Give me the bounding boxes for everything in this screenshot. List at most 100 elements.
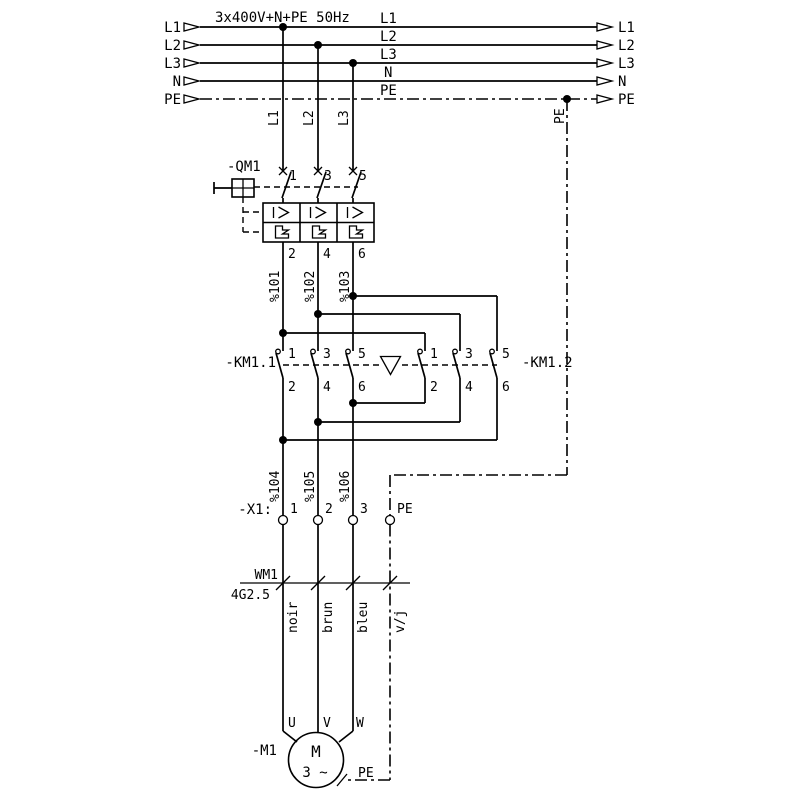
km12-terminal-5: 5: [502, 347, 510, 362]
cable-spec: 4G2.5: [231, 588, 270, 603]
left-arrow-icon: [183, 76, 202, 86]
drop-label-l2: L2: [302, 110, 317, 126]
km12-terminal-3: 3: [465, 347, 473, 362]
bus-label-left-l1: L1: [164, 20, 181, 36]
wire-label-105: %105: [303, 471, 318, 502]
terminal-block-x1: -X1: 1 2 3 PE: [238, 502, 413, 526]
wire-label-104: %104: [268, 471, 283, 502]
breaker-terminal-3: 3: [324, 169, 332, 184]
breaker-ref: -QM1: [227, 159, 261, 175]
km12-terminal-1: 1: [430, 347, 438, 362]
breaker-pole-contacts: [278, 166, 362, 203]
terminal-x-mark: [348, 166, 358, 176]
core-tick: [310, 575, 326, 591]
terminal-x-mark: [313, 166, 323, 176]
core-color-brun: brun: [321, 602, 336, 633]
km11-terminal-4: 4: [323, 380, 331, 395]
motor-lead-w: [338, 730, 354, 743]
wire-label-102: %102: [303, 271, 318, 302]
km11-terminal-6: 6: [358, 380, 366, 395]
motor-symbol-letter: M: [311, 742, 321, 761]
left-arrow-icon: [183, 58, 202, 68]
core-tick: [345, 575, 361, 591]
core-tick: [275, 575, 291, 591]
drop-label-l1: L1: [267, 110, 282, 126]
terminal-circle: [312, 514, 324, 526]
right-arrow-icon: [596, 94, 615, 104]
contact-blade: [316, 171, 327, 199]
junction-dot: [279, 436, 287, 444]
bus-label-mid-pe: PE: [380, 83, 397, 99]
core-color-vj: v/j: [393, 610, 408, 633]
terminal-number-2: 2: [325, 502, 333, 517]
motor-pe-label: PE: [358, 766, 374, 781]
junction-dot: [314, 418, 322, 426]
right-arrow-icon: [596, 22, 615, 32]
bus-label-mid-l2: L2: [380, 29, 397, 45]
bus-label-mid-l1: L1: [380, 11, 397, 27]
terminal-x-mark: [278, 166, 288, 176]
bus-label-right-l3: L3: [618, 56, 635, 72]
motor-symbol-phases: 3 ~: [302, 765, 327, 781]
motor-ref: -M1: [252, 743, 277, 759]
bus-label-right-pe: PE: [618, 92, 635, 108]
bus-label-left-n: N: [173, 74, 181, 90]
magnetic-release-icon: [272, 206, 364, 219]
terminal-circle: [347, 514, 359, 526]
contactor-km12-ref: -KM1.2: [522, 355, 573, 371]
km1-contacts: [275, 348, 498, 379]
mechanical-interlock-icon: [379, 355, 402, 376]
motor-terminal-u: U: [288, 716, 296, 731]
supply-buses: L1 L2 L3 N PE L1 L2 L3 N PE L1 L2 L3 N P…: [164, 10, 635, 108]
contactors-km1: -KM1.1 -KM1.2 1 3 5 2 4 6 1 3 5 2 4 6: [225, 347, 572, 395]
breaker-handle-icon: [213, 178, 255, 198]
bus-label-mid-n: N: [384, 65, 392, 81]
pe-routing: [336, 99, 568, 787]
contactor-km11-ref: -KM1.1: [225, 355, 276, 371]
pe-drop-label: PE: [553, 108, 568, 124]
core-color-noir: noir: [286, 602, 301, 633]
km12-terminal-2: 2: [430, 380, 438, 395]
km11-terminal-5: 5: [358, 347, 366, 362]
terminal-number-1: 1: [290, 502, 298, 517]
contactor-outputs: %104 %105 %106: [268, 378, 498, 516]
breaker-terminal-5: 5: [359, 169, 367, 184]
wire-label-103: %103: [338, 271, 353, 302]
breaker-qm1: -QM1 1 3 5: [213, 159, 375, 262]
terminal-number-3: 3: [360, 502, 368, 517]
drop-label-l3: L3: [337, 110, 352, 126]
km12-terminal-6: 6: [502, 380, 510, 395]
bus-label-right-n: N: [618, 74, 626, 90]
right-arrow-icon: [596, 58, 615, 68]
motor-m1: U V W M 3 ~ -M1 PE: [252, 716, 374, 789]
supply-title: 3x400V+N+PE 50Hz: [215, 10, 350, 26]
terminal-number-pe: PE: [397, 502, 413, 517]
pe-connection-tick: [336, 773, 348, 787]
bus-label-right-l2: L2: [618, 38, 635, 54]
breaker-terminal-4: 4: [323, 247, 331, 262]
bus-label-left-l3: L3: [164, 56, 181, 72]
thermal-release-icon: [274, 225, 365, 239]
left-arrow-icon: [183, 40, 202, 50]
motor-terminal-w: W: [356, 716, 364, 731]
left-arrow-icon: [183, 94, 202, 104]
km11-terminal-2: 2: [288, 380, 296, 395]
km11-terminal-3: 3: [323, 347, 331, 362]
bus-label-left-pe: PE: [164, 92, 181, 108]
bus-label-mid-l3: L3: [380, 47, 397, 63]
bus-label-left-l2: L2: [164, 38, 181, 54]
breaker-trip-unit: [262, 202, 375, 243]
terminal-circle: [277, 514, 289, 526]
contact-blade: [351, 171, 362, 199]
left-arrow-icon: [183, 22, 202, 32]
right-arrow-icon: [596, 76, 615, 86]
terminal-block-ref: -X1:: [238, 502, 272, 518]
km12-terminal-4: 4: [465, 380, 473, 395]
breaker-terminal-2: 2: [288, 247, 296, 262]
wire-label-106: %106: [338, 471, 353, 502]
junction-dot: [349, 399, 357, 407]
wire-label-101: %101: [268, 271, 283, 302]
core-tick: [382, 575, 398, 591]
